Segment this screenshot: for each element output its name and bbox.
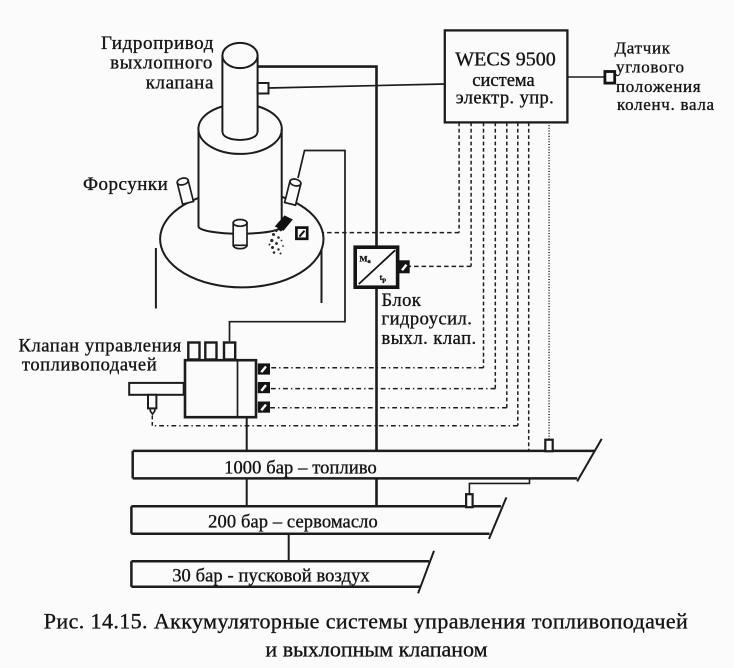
svg-text:выхл. клап.: выхл. клап. — [382, 329, 477, 349]
svg-text:Клапан управления: Клапан управления — [19, 337, 182, 357]
svg-text:Форсунки: Форсунки — [83, 174, 168, 195]
svg-text:коленч. вала: коленч. вала — [617, 95, 715, 114]
svg-text:топливоподачей: топливоподачей — [22, 356, 157, 376]
svg-text:гидроусил.: гидроусил. — [382, 310, 473, 330]
svg-text:углового: углового — [616, 58, 685, 77]
svg-text:WECS 9500: WECS 9500 — [455, 49, 556, 71]
svg-text:положения: положения — [616, 77, 701, 96]
svg-text:выхлопного: выхлопного — [110, 52, 213, 73]
svg-text:система: система — [472, 71, 534, 91]
svg-text:Блок: Блок — [382, 291, 422, 311]
svg-text:Гидропривод: Гидропривод — [101, 33, 214, 54]
svg-text:tp: tp — [380, 272, 387, 284]
svg-text:200 бар – сервомасло: 200 бар – сервомасло — [208, 513, 378, 533]
svg-text:Ma: Ma — [360, 254, 372, 266]
svg-text:клапана: клапана — [146, 72, 214, 93]
svg-text:Рис. 14.15. Аккумуляторные сис: Рис. 14.15. Аккумуляторные системы управ… — [44, 609, 688, 634]
svg-text:электр. упр.: электр. упр. — [456, 89, 554, 109]
svg-text:1000 бар – топливо: 1000 бар – топливо — [224, 459, 377, 479]
svg-text:и выхлопным клапаном: и выхлопным клапаном — [265, 637, 487, 662]
svg-text:Датчик: Датчик — [615, 39, 671, 58]
svg-text:30 бар - пусковой воздух: 30 бар - пусковой воздух — [172, 567, 370, 587]
